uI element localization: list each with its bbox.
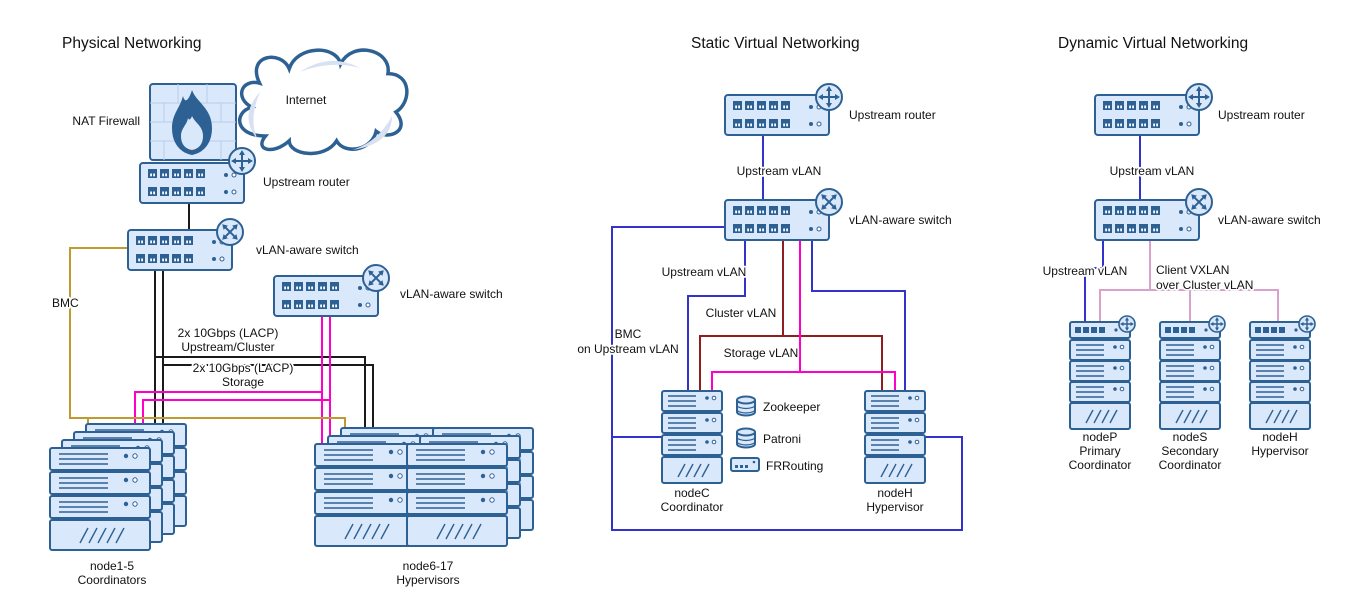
nodes-label-3: Coordinator xyxy=(1159,458,1222,472)
hypervisors-label-1: node6-17 xyxy=(403,559,454,573)
hypervisor-server-stack xyxy=(315,428,533,546)
lacp-upstream-branch-2 xyxy=(163,364,374,455)
zookeeper-database-icon xyxy=(736,395,756,417)
hypervisors-label-2: Hypervisors xyxy=(396,573,459,587)
lacp-storage-label-1: 2x 10Gbps (LACP) xyxy=(193,361,294,375)
nodes-server-stack xyxy=(1160,316,1225,429)
patroni-label: Patroni xyxy=(763,432,801,446)
storage-vlan-branch xyxy=(711,371,896,391)
patroni-database-icon xyxy=(736,427,756,449)
vlan-aware-switch xyxy=(1095,184,1217,240)
physical-section-title: Physical Networking xyxy=(62,35,202,52)
bmc-upstream-vlan-loop xyxy=(611,226,963,531)
bmc-link xyxy=(69,247,346,440)
internet-cloud-icon xyxy=(238,48,409,156)
frrouting-device-icon xyxy=(730,457,760,472)
nodeh-label-1: nodeH xyxy=(877,486,912,500)
nodec-label-2: Coordinator xyxy=(661,500,724,514)
dynamic-section-title: Dynamic Virtual Networking xyxy=(1058,35,1248,52)
upstream-router-switch xyxy=(725,83,843,135)
lacp-upstream-label-1: 2x 10Gbps (LACP) xyxy=(178,326,279,340)
vlan-switch-label: vLAN-aware switch xyxy=(849,213,952,227)
router-arrows-icon xyxy=(228,147,256,175)
bmc-label-1: BMC xyxy=(615,327,642,341)
coordinators-label-1: node1-5 xyxy=(90,559,134,573)
nodeh-label-1: nodeH xyxy=(1262,430,1297,444)
nodeh-label-2: Hypervisor xyxy=(866,500,923,514)
vlan-switch-2-label: vLAN-aware switch xyxy=(400,287,503,301)
nodes-label-1: nodeS xyxy=(1173,430,1208,444)
vlan-switch-1-label: vLAN-aware switch xyxy=(256,243,359,257)
static-section-title: Static Virtual Networking xyxy=(691,35,860,52)
nodep-label-2: Primary xyxy=(1079,444,1120,458)
cloud-highlight xyxy=(300,60,360,72)
upstream-vlan-to-nodep xyxy=(1084,240,1104,322)
cloud-highlight xyxy=(352,116,392,150)
zookeeper-label: Zookeeper xyxy=(763,400,820,414)
router-arrows-icon xyxy=(815,83,843,111)
client-vxlan-label-2: over Cluster vLAN xyxy=(1156,278,1253,292)
nodeh-label-2: Hypervisor xyxy=(1251,444,1308,458)
upstream-router-switch xyxy=(1095,83,1213,135)
lacp-upstream-branch-1 xyxy=(155,356,366,455)
cluster-vlan-branch xyxy=(699,335,883,391)
coordinator-server-stack xyxy=(50,424,186,550)
dynamic-virtual-networking-section: Dynamic Virtual Networking Upstream rout… xyxy=(1041,35,1321,472)
cloud-highlight xyxy=(248,92,260,140)
bmc-label: BMC xyxy=(52,296,79,310)
vlan-aware-switch-2 xyxy=(274,260,394,316)
upstream-vlan-label: Upstream vLAN xyxy=(662,265,747,279)
upstream-vlan-to-nodeh xyxy=(811,240,906,391)
bmc-label-2: on Upstream vLAN xyxy=(577,342,678,356)
lacp-upstream-label-2: Upstream/Cluster xyxy=(181,340,274,354)
internet-label: Internet xyxy=(286,93,327,107)
upstream-router-label: Upstream router xyxy=(1218,108,1305,122)
vlan-switch-label: vLAN-aware switch xyxy=(1218,213,1321,227)
upstream-router-label: Upstream router xyxy=(849,108,936,122)
frrouting-label: FRRouting xyxy=(766,459,823,473)
vlan-aware-switch xyxy=(725,184,847,240)
client-vxlan-label-1: Client VXLAN xyxy=(1156,263,1229,277)
nat-firewall-icon xyxy=(149,83,237,161)
nodes-label-2: Secondary xyxy=(1161,444,1218,458)
upstream-vlan-link-label: Upstream vLAN xyxy=(1110,164,1195,178)
nat-firewall-label: NAT Firewall xyxy=(72,114,140,128)
cluster-vlan-label: Cluster vLAN xyxy=(706,306,777,320)
physical-networking-section: Physical Networking Internet NAT Firewal… xyxy=(50,35,533,587)
router-arrows-icon xyxy=(1185,83,1213,111)
static-virtual-networking-section: Static Virtual Networking Upstream route… xyxy=(576,35,963,531)
upstream-vlan-link-label: Upstream vLAN xyxy=(737,164,822,178)
upstream-router-label: Upstream router xyxy=(263,175,350,189)
upstream-vlan-to-nodec xyxy=(687,240,746,391)
storage-vlan-label: Storage vLAN xyxy=(724,346,799,360)
nodep-label-1: nodeP xyxy=(1083,430,1118,444)
coordinators-label-2: Coordinators xyxy=(78,573,147,587)
nodep-label-3: Coordinator xyxy=(1069,458,1132,472)
nodec-label-1: nodeC xyxy=(674,486,710,500)
nodeh-server-stack xyxy=(1250,316,1315,429)
nodep-server-stack xyxy=(1070,316,1135,429)
nodeh-server-stack xyxy=(865,391,925,483)
lacp-storage-label-2: Storage xyxy=(222,375,264,389)
upstream-vlan-label: Upstream vLAN xyxy=(1043,264,1128,278)
nodec-server-stack xyxy=(662,391,722,483)
